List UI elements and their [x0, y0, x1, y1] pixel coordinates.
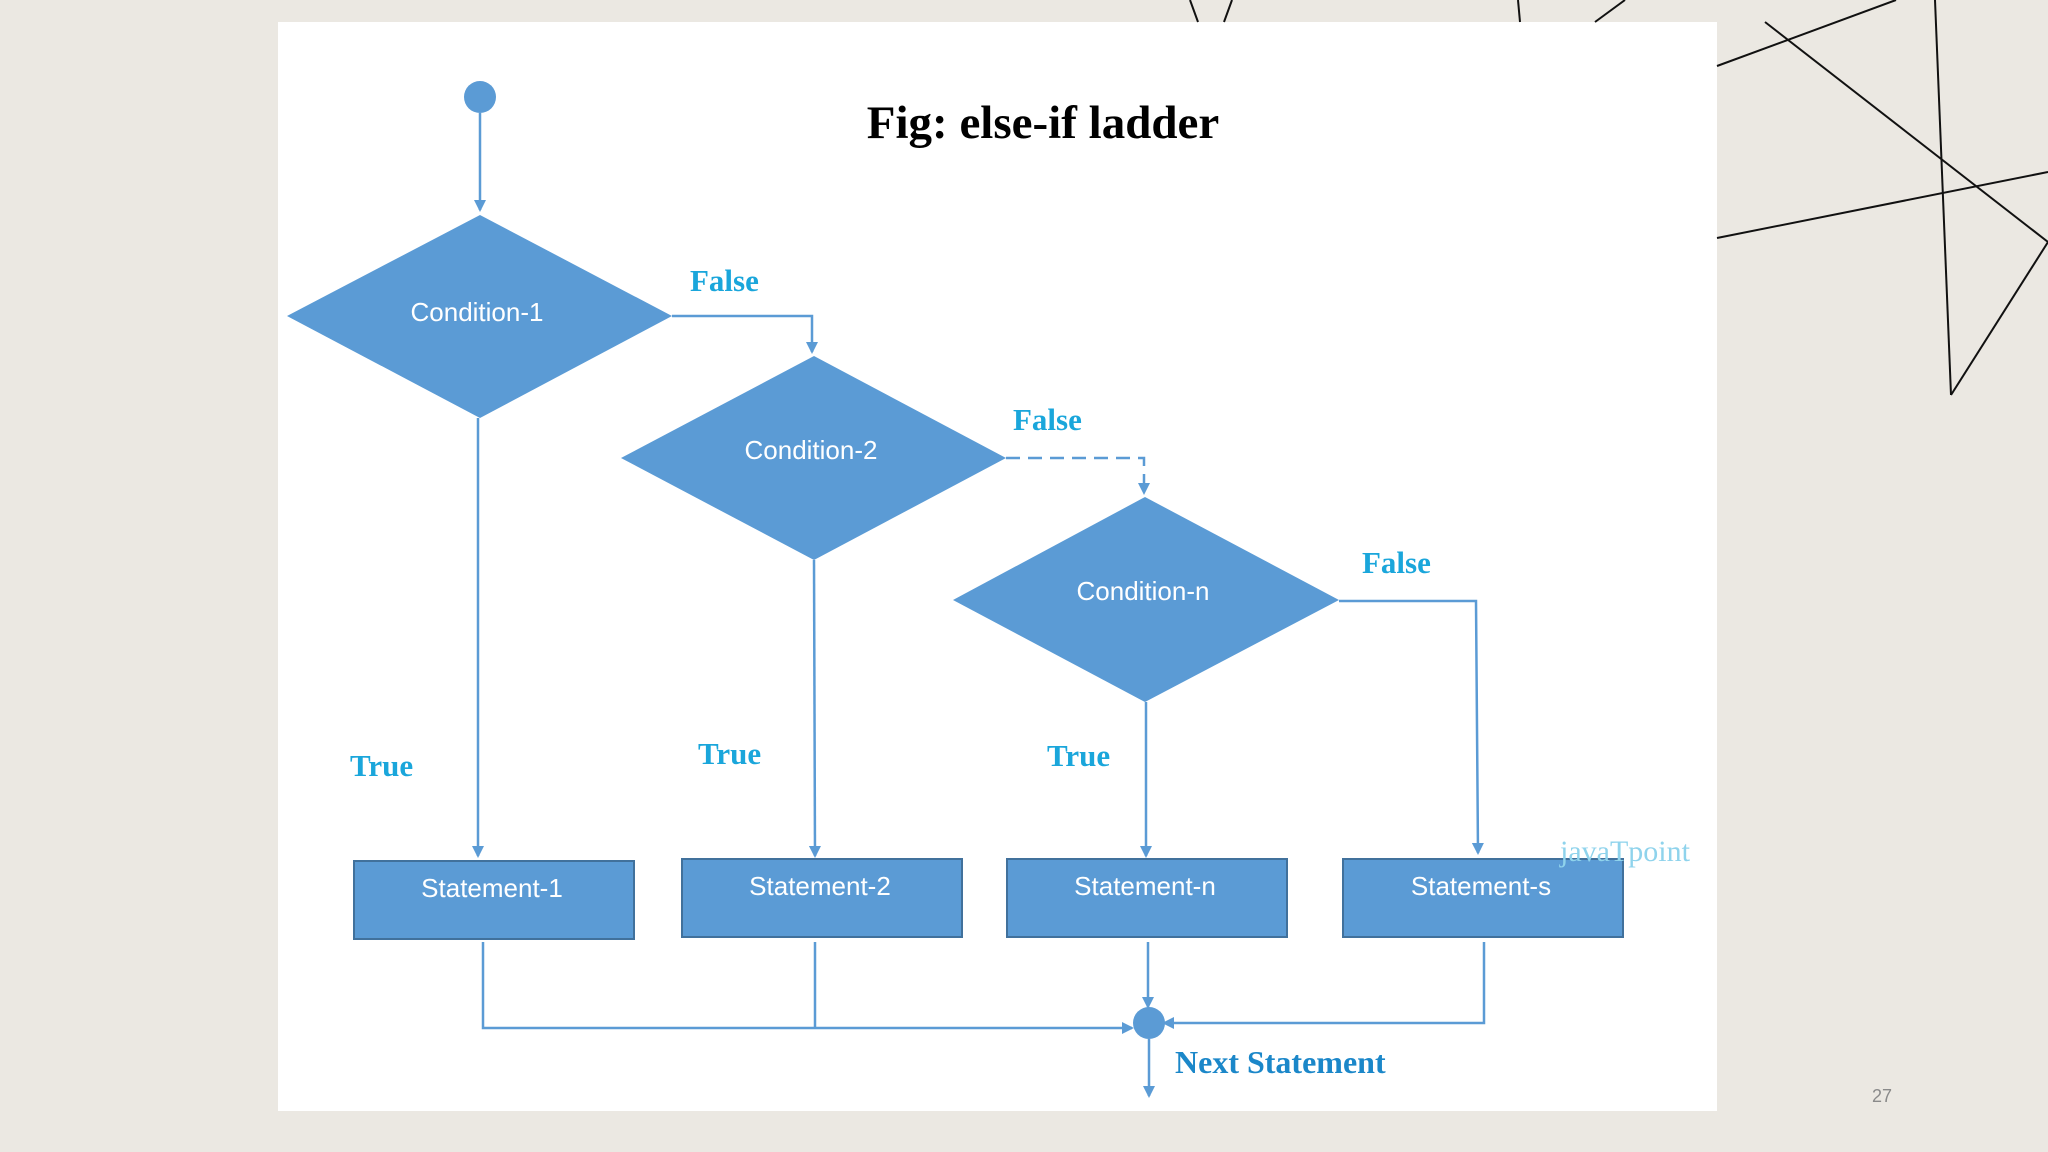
statement-s-box [1342, 858, 1624, 938]
statement-n-box [1006, 858, 1288, 938]
merge-connector-1 [481, 942, 1134, 1034]
false-connector-1 [672, 314, 818, 354]
condition-n-label: Condition-n [1077, 576, 1210, 606]
slide-page-number: 27 [1871, 1086, 1893, 1106]
start-node [464, 81, 496, 113]
figure-title: Fig: else-if ladder [867, 97, 1219, 149]
statement-1-label: Statement-1 [421, 873, 563, 903]
true-connector-2 [808, 559, 821, 858]
javatpoint-watermark: javaTpoint [1559, 835, 1691, 868]
condition-n-diamond [953, 497, 1339, 702]
condition-1-diamond [287, 215, 672, 418]
false-label-1: False [690, 263, 759, 298]
false-label-2: False [1013, 402, 1082, 437]
decorative-lines [1189, 0, 2048, 396]
condition-2-diamond [621, 356, 1006, 560]
merge-connector-s [1162, 942, 1486, 1029]
statement-n-label: Statement-n [1074, 871, 1216, 901]
statement-s-label: Statement-s [1411, 871, 1551, 901]
true-label-2: True [698, 736, 761, 771]
next-statement-label: Next Statement [1175, 1044, 1386, 1080]
condition-2-label: Condition-2 [745, 435, 878, 465]
true-label-n: True [1047, 738, 1110, 773]
statement-2-label: Statement-2 [749, 871, 891, 901]
condition-1-label: Condition-1 [411, 297, 544, 327]
merge-node [1133, 1007, 1165, 1039]
false-label-n: False [1362, 545, 1431, 580]
statement-1-box [353, 860, 635, 940]
false-connector-2 [1006, 456, 1150, 495]
true-label-1: True [350, 748, 413, 783]
statement-2-box [681, 858, 963, 938]
false-connector-n [1339, 599, 1484, 855]
